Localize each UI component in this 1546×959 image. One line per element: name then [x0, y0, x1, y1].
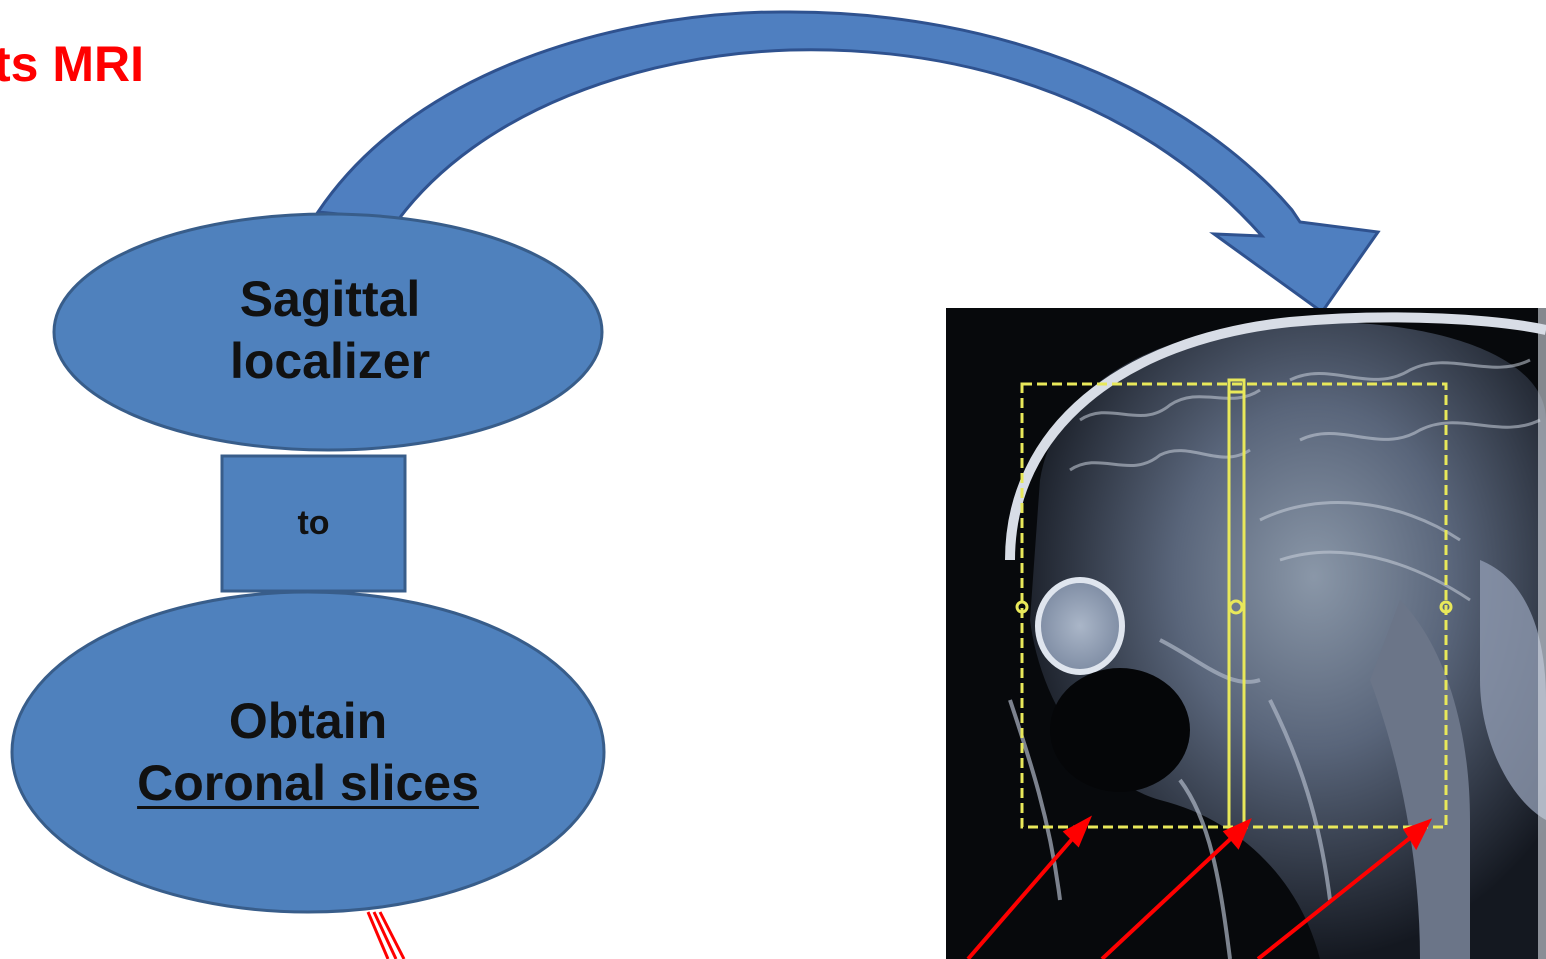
mri-sagittal-image	[946, 308, 1546, 959]
red-pointer-marks	[366, 911, 406, 959]
node-sagittal-localizer-label: Sagittal localizer	[130, 268, 530, 392]
node-sagittal-localizer	[52, 212, 604, 452]
node-coronal-slices-label: Obtain Coronal slices	[80, 690, 536, 814]
node2-line2: Coronal slices	[137, 755, 479, 811]
node1-line1: Sagittal	[239, 271, 421, 327]
node1-line2: localizer	[229, 333, 431, 389]
link-label: to	[297, 504, 330, 542]
node-coronal-slices	[10, 590, 606, 914]
link-box	[220, 454, 407, 593]
curved-arrow	[315, 10, 1381, 315]
slide-title: ts MRI	[0, 36, 144, 92]
node2-line1: Obtain	[228, 693, 388, 749]
